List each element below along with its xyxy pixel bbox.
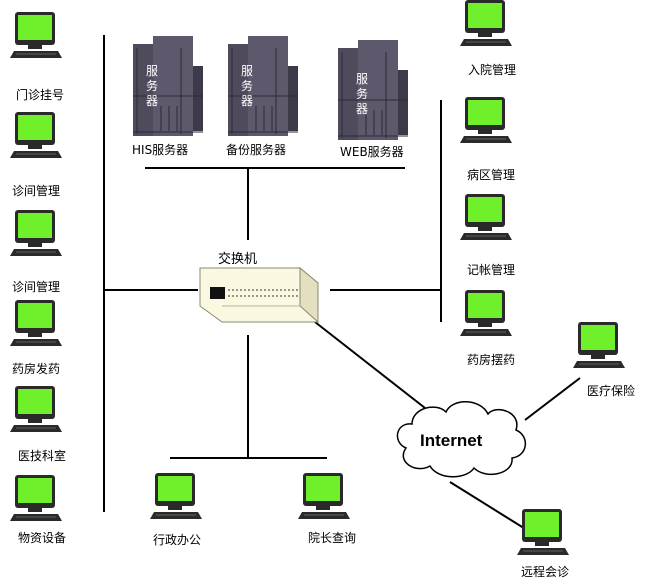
left-terminal-label: 医技科室 [18,449,67,463]
connection-lines [103,35,581,531]
computer-icon [459,0,513,47]
computer-icon [9,209,63,257]
internet-to-insurance-line [524,377,581,421]
computer-icon [459,193,513,241]
web-server-icon [337,39,409,141]
left-terminal-label: 门诊挂号 [16,88,65,102]
backup-server-body-text: 服务器 [240,64,254,109]
backup-server-icon [227,35,299,137]
computer-icon [459,289,513,337]
computer-icon [9,299,63,347]
right-terminal-label: 病区管理 [467,168,516,182]
remote-consult-label: 远程会诊 [521,565,570,579]
computer-icon [9,474,63,522]
computer-icon [9,11,63,59]
bottom-terminal-label: 院长查询 [308,531,357,545]
computer-icon [459,96,513,144]
his-server-body-label: 服务器 [145,64,158,108]
backup-server-label: 备份服务器 [226,143,287,157]
right-terminal-label: 药房摆药 [467,353,516,367]
his-server-label: HIS服务器 [132,143,189,157]
switch-label: 交换机 [218,252,258,267]
switch-icon [199,266,319,324]
computer-icon [9,111,63,159]
his-server-icon [132,35,204,137]
backup-server-body-label: 服务器 [240,64,253,108]
insurance-label: 医疗保险 [587,384,636,398]
bottom-terminal-label: 行政办公 [153,533,202,547]
internet-to-consult-line [449,481,528,531]
internet-label: Internet [420,431,483,450]
computers [9,0,626,556]
left-terminal-label: 物资设备 [18,531,67,545]
web-server-label: WEB服务器 [340,145,404,159]
right-terminal-label: 记帐管理 [467,263,516,277]
left-terminal-label: 药房发药 [12,362,61,376]
left-terminal-label: 诊间管理 [12,280,61,294]
switch-to-internet-line [314,321,426,409]
his-server-body-text: 服务器 [145,64,159,109]
web-server-body-text: 服务器 [355,72,369,117]
computer-icon [297,472,351,520]
computer-icon [516,508,570,556]
web-server-body-label: 服务器 [355,72,368,116]
left-terminal-label: 诊间管理 [12,184,61,198]
right-terminal-label: 入院管理 [468,63,517,77]
internet-cloud-icon [396,401,526,478]
computer-icon [9,385,63,433]
computer-icon [572,321,626,369]
computer-icon [149,472,203,520]
